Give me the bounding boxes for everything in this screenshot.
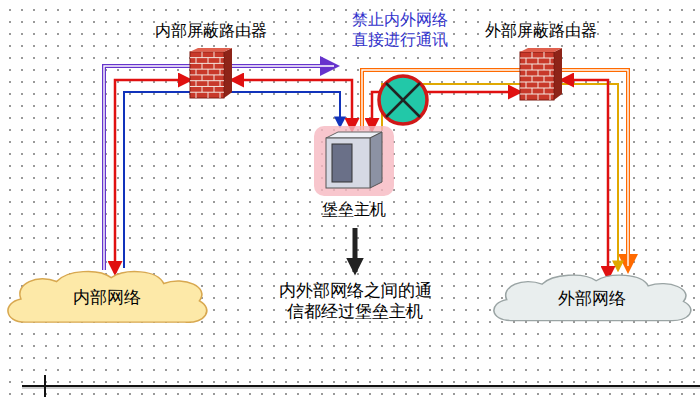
brick-joint [520,94,554,95]
bastion-host-shape [318,130,390,192]
firewall-top [520,48,562,52]
block-cross [386,83,420,117]
network-cloud: 内部网络 [2,268,212,326]
signal-line [104,66,336,270]
note-text: 内外部网络之间的通 信都经过堡垒主机 [274,280,436,323]
brick-joint [520,64,554,65]
host-panel [332,144,352,182]
brick-joint [550,58,551,64]
block-circle [379,76,427,124]
block-cross [386,83,420,117]
signal-line [362,70,628,266]
host-front [326,138,370,188]
brick-joint [544,76,545,82]
connector-line [232,80,352,130]
brick-joint [544,64,545,70]
brick-joint [538,94,539,100]
router-firewall: 内部屏蔽路由器 [190,48,232,98]
brick-joint [550,82,551,88]
brick-joint [550,94,551,100]
brick-joint [214,75,215,81]
router-firewall: 外部屏蔽路由器 [520,48,562,100]
brick-joint [202,63,203,69]
brick-joint [520,88,554,89]
connector-line [562,80,608,278]
brick-joint [532,88,533,94]
brick-joint [526,70,527,76]
brick-joint [532,76,533,82]
cloud-outline [494,275,691,321]
host-side [370,132,382,188]
cloud-outline [8,271,207,322]
connector-line [115,80,190,273]
host-glow [314,126,394,196]
brick-joint [208,69,209,75]
brick-joint [190,92,224,93]
router-firewall-shape [520,48,562,100]
brick-joint [520,70,554,71]
brick-joint [196,58,197,64]
network-label: 外部网络 [558,287,626,310]
note-text: 禁止内外网络 直接进行通讯 [343,10,457,50]
brick-joint [526,58,527,64]
brick-joint [202,86,203,92]
firewall-side [224,48,232,98]
brick-joint [190,80,224,81]
brick-joint [220,58,221,64]
brick-joint [220,69,221,75]
brick-joint [220,81,221,87]
brick-joint [190,69,224,70]
device-label: 内部屏蔽路由器 [155,21,267,40]
network-label: 内部网络 [73,286,141,309]
firewall-front [190,52,224,98]
device-label: 外部屏蔽路由器 [485,21,597,40]
brick-joint [214,63,215,69]
brick-joint [214,52,215,58]
firewall-side [554,48,562,100]
brick-joint [220,92,221,98]
firewall-top [190,48,232,52]
brick-joint [214,86,215,92]
router-firewall-shape [190,48,232,98]
brick-joint [520,58,554,59]
brick-joint [208,81,209,87]
brick-joint [538,58,539,64]
brick-joint [520,76,554,77]
brick-joint [538,70,539,76]
brick-joint [196,69,197,75]
bastion-host: 堡垒主机 [318,130,390,192]
brick-joint [532,52,533,58]
brick-joint [196,92,197,98]
tick-mark [44,375,46,397]
bottom-rule [22,387,700,389]
brick-joint [202,52,203,58]
brick-joint [196,81,197,87]
brick-joint [190,74,224,75]
brick-joint [208,92,209,98]
signal-line [362,70,628,270]
brick-joint [550,70,551,76]
brick-joint [526,94,527,100]
firewall-front [520,52,554,100]
brick-joint [190,86,224,87]
brick-joint [202,75,203,81]
brick-joint [544,52,545,58]
device-label: 堡垒主机 [322,200,386,219]
network-cloud: 外部网络 [488,272,696,324]
brick-joint [526,82,527,88]
brick-joint [520,82,554,83]
signal-line [124,92,340,268]
brick-joint [190,63,224,64]
pointer-arrow [353,228,358,272]
brick-joint [538,82,539,88]
brick-joint [190,57,224,58]
brick-joint [544,88,545,94]
bottom-rule [22,385,700,387]
brick-joint [532,64,533,70]
brick-joint [208,58,209,64]
